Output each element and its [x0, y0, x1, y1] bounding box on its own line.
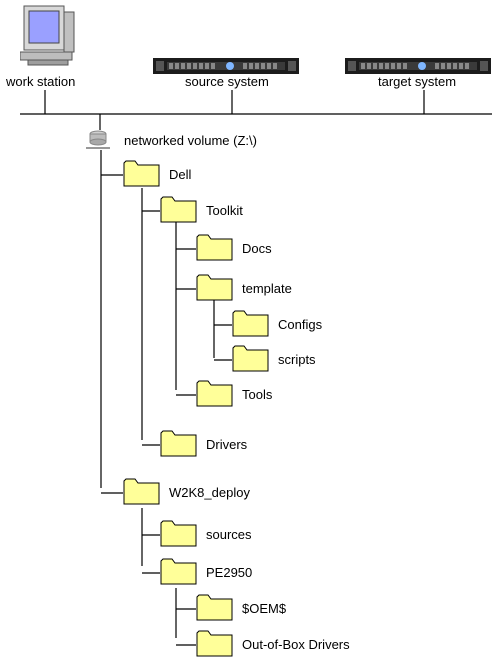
folder-label-sources: sources	[206, 527, 252, 542]
folder-label-oob-drivers: Out-of-Box Drivers	[242, 637, 350, 652]
folder-icon	[160, 520, 197, 547]
folder-icon	[232, 345, 269, 372]
folder-label-docs: Docs	[242, 241, 272, 256]
folder-label-toolkit: Toolkit	[206, 203, 243, 218]
folder-label-pe2950: PE2950	[206, 565, 253, 580]
folder-label-w2k8-deploy: W2K8_deploy	[169, 485, 250, 500]
workstation-label: work station	[6, 74, 76, 89]
folder-icon	[196, 630, 233, 657]
folder-label-configs: Configs	[278, 317, 323, 332]
folder-icon	[196, 234, 233, 261]
folder-icon	[196, 274, 233, 301]
source-system-label: source system	[185, 74, 269, 89]
folder-icon	[160, 558, 197, 585]
folder-label-oem: $OEM$	[242, 601, 287, 616]
folder-icon	[160, 196, 197, 223]
folder-label-drivers: Drivers	[206, 437, 248, 452]
folder-label-template: template	[242, 281, 292, 296]
folder-label-tools: Tools	[242, 387, 273, 402]
folder-icon	[160, 430, 197, 457]
networked-volume-label: networked volume (Z:\)	[124, 133, 257, 148]
folder-label-dell: Dell	[169, 167, 192, 182]
source-server-icon	[153, 58, 299, 74]
folder-label-scripts: scripts	[278, 352, 316, 367]
folder-icon	[123, 478, 160, 505]
target-server-icon	[345, 58, 491, 74]
workstation-icon	[20, 5, 75, 66]
folder-icon	[123, 160, 160, 187]
folder-icon	[232, 310, 269, 337]
folder-icon	[196, 594, 233, 621]
target-system-label: target system	[378, 74, 457, 89]
network-drive-icon	[86, 130, 110, 149]
folder-icon	[196, 380, 233, 407]
